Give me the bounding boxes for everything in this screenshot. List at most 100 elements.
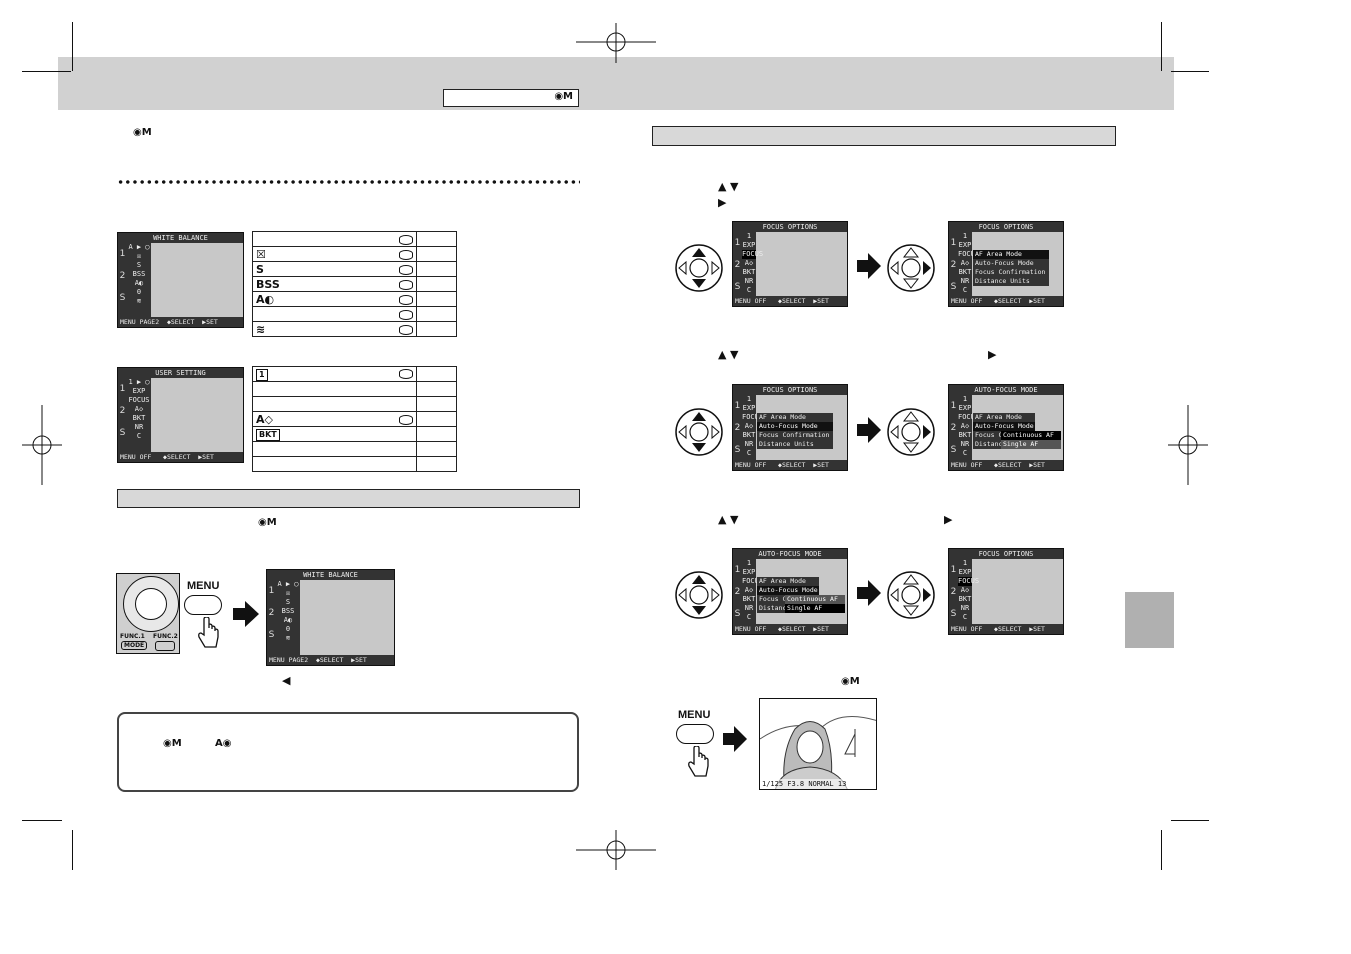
right-glyph: ▶ [944,513,953,526]
table-row: BSS [252,276,458,292]
wb-icon-5: 0 [136,288,142,296]
menu-label: MENU [678,709,711,721]
section-heading-bar [117,489,580,508]
multi-selector-right[interactable] [886,243,936,293]
table-cell [415,381,458,397]
multi-selector-right[interactable] [886,407,936,457]
multi-selector-right[interactable] [886,570,936,620]
table-row [252,396,458,412]
side-s: S [268,630,275,640]
menu-item-focus-confirm[interactable]: Focus Co [973,431,1007,440]
crop-mark [1171,820,1209,821]
menu-item-af-area[interactable]: AF Area Mode [757,413,833,422]
menu-item-distance-units[interactable]: Distance Units [757,440,833,449]
side-num-1: 1 [119,249,126,259]
screen-icon-column: 1 ▶ ◯ EXP FOCUS A◇ BKT NR C [127,378,151,452]
wb-icon-auto: A ▶ ◯ [128,243,150,251]
wb-icon-3: BSS [281,607,295,615]
menu-item-af-mode[interactable]: Auto-Focus Mode [973,422,1035,431]
portrait-scene [760,716,876,789]
table-cell [415,366,458,382]
table-row: A◐ [252,291,458,307]
section-heading-bar [652,126,1116,146]
multi-selector-up-down[interactable] [674,243,724,293]
func2-button[interactable] [155,641,175,651]
user-setting-screen: USER SETTING 1 2 S 1 ▶ ◯ EXP FOCUS A◇ BK… [117,367,244,463]
table-cell [415,246,458,262]
screen-side-bar: 1 2 S [267,580,276,655]
func2-label: FUNC.2 [153,633,178,640]
menu-item-af-area[interactable]: AF Area Mode [973,413,1035,422]
table-cell: ≋ [252,321,417,337]
menu-button[interactable] [676,724,714,744]
menu-item-distance-units[interactable]: Distance [973,440,1007,449]
option-single-af[interactable]: Single AF [785,604,845,613]
table-cell: BSS [252,276,417,292]
camera-manual-icon: ◉M [163,738,182,749]
table-cell: ☒ [252,246,417,262]
us-icon-4: BKT [132,414,146,422]
menu-item-focus-confirm[interactable]: Focus Confirmation [757,431,833,440]
crop-mark [72,830,73,870]
menu-item-af-area[interactable]: AF Area Mode [973,250,1049,259]
camera-manual-icon: ◉M [258,517,277,528]
option-single-af[interactable]: Single AF [1001,440,1061,449]
up-down-glyphs: ▲ ▼ [718,180,739,193]
screen-bottom-bar: MENU PAGE2 ◆SELECT ▶SET [118,317,243,327]
option-continuous-af[interactable]: Continuous AF [1001,431,1061,440]
side-num-2: 2 [119,406,126,416]
table-cell [252,456,417,472]
mode-button[interactable]: MODE [121,641,148,650]
up-down-glyphs: ▲ ▼ [718,348,739,361]
menu-item-focus-confirm[interactable]: Focus Confirmation [973,268,1049,277]
menu-item-distance-units[interactable]: Distance Units [973,277,1049,286]
menu-item-af-mode[interactable]: Auto-Focus Mode [973,259,1049,268]
screen-side-bar: 1 2 S [118,378,127,452]
us-icon-6: C [136,432,142,440]
wb-icon-4: A◐ [283,616,293,624]
crop-mark [1161,830,1162,870]
menu-item-af-mode[interactable]: Auto-Focus Mode [757,586,819,595]
table-row: A◇ [252,411,458,427]
wb-icon-1: ☒ [136,252,142,260]
menu-item-distance-units[interactable]: Distance [757,604,791,613]
right-arrow-icon [233,601,259,627]
menu-item-af-mode[interactable]: Auto-Focus Mode [757,422,833,431]
right-arrow-icon [857,253,881,279]
table-cell [415,441,458,457]
registration-mark [22,405,62,485]
side-num-1: 1 [119,384,126,394]
multi-selector-up-down[interactable] [674,570,724,620]
table-cell: 1 [252,366,417,382]
dotted-divider [117,179,580,185]
menu-item-af-area[interactable]: AF Area Mode [757,577,819,586]
screen-bottom-bar: MENU OFF ◆SELECT ▶SET [733,296,847,306]
table-cell [415,276,458,292]
wb-fine-tune-icon [398,294,413,305]
pointing-hand-icon [198,617,219,648]
menu-item-focus-confirm[interactable]: Focus Co [757,595,791,604]
table-cell [415,231,458,247]
table-cell [415,411,458,427]
option-continuous-af[interactable]: Continuous AF [785,595,845,604]
us-icon-2: FOCUS [128,396,150,404]
us-icon-1: EXP [132,387,146,395]
multi-selector-up-down[interactable] [674,407,724,457]
side-num-2: 2 [268,608,275,618]
us-icon-5: NR [134,423,144,431]
table-cell [415,396,458,412]
table-cell [252,306,417,322]
wb-fine-tune-icon [398,279,413,290]
func1-label: FUNC.1 [120,633,145,640]
camera-manual-icon: ◉M [133,127,152,138]
table-row [252,231,458,247]
menu-button[interactable] [184,595,222,615]
